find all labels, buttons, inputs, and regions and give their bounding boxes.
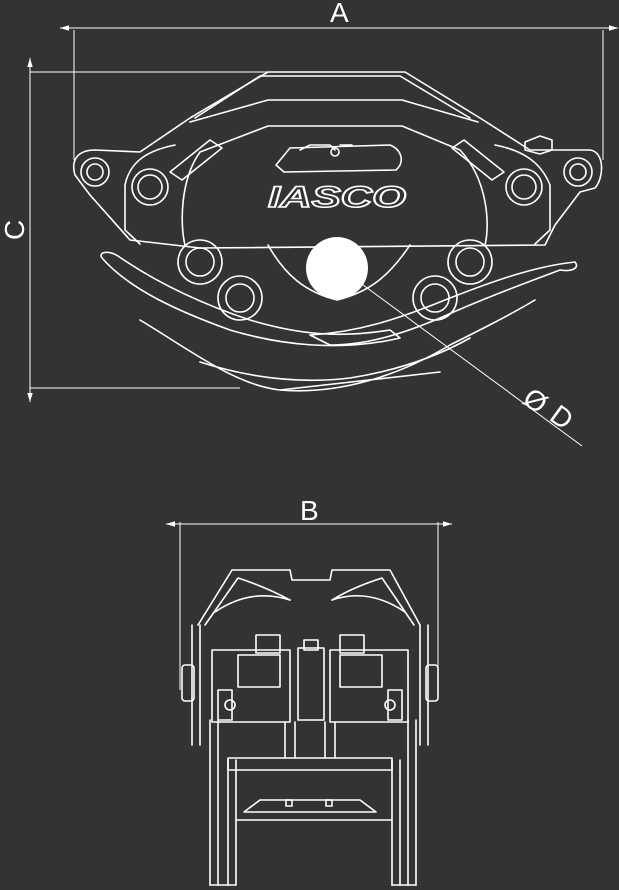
dimension-d: Ø D xyxy=(339,267,583,447)
dimension-c: C xyxy=(0,58,270,402)
lower-frame xyxy=(227,757,393,771)
grapple-body-outline xyxy=(73,71,603,249)
dimension-d-symbol: Ø xyxy=(517,382,553,420)
iasco-logo: IASCO xyxy=(268,181,406,214)
side-view: B xyxy=(166,495,452,886)
center-rotator xyxy=(297,647,325,721)
gripped-pole xyxy=(306,237,368,299)
dimension-b: B xyxy=(166,495,452,690)
dimension-a-label: A xyxy=(330,0,349,28)
side-arms xyxy=(209,719,417,886)
top-view: A C Ø D IASCO xyxy=(0,0,618,447)
left-slot xyxy=(169,139,223,181)
dimension-b-label: B xyxy=(300,495,319,526)
left-cylinder-block xyxy=(211,649,291,723)
grapple-center-panel xyxy=(181,125,488,246)
dimension-a: A xyxy=(60,0,618,160)
pin-holes xyxy=(80,157,593,321)
side-plates xyxy=(191,624,429,746)
side-top-housing xyxy=(197,569,421,626)
top-handle xyxy=(275,144,403,173)
hydraulic-fitting xyxy=(524,135,553,155)
right-arm xyxy=(309,261,578,346)
left-arm xyxy=(100,251,401,347)
dimension-c-label: C xyxy=(0,220,30,240)
dimension-d-label: D xyxy=(544,399,579,436)
lower-arm xyxy=(139,299,536,392)
right-slot xyxy=(451,139,505,181)
right-cylinder-block xyxy=(329,649,409,723)
